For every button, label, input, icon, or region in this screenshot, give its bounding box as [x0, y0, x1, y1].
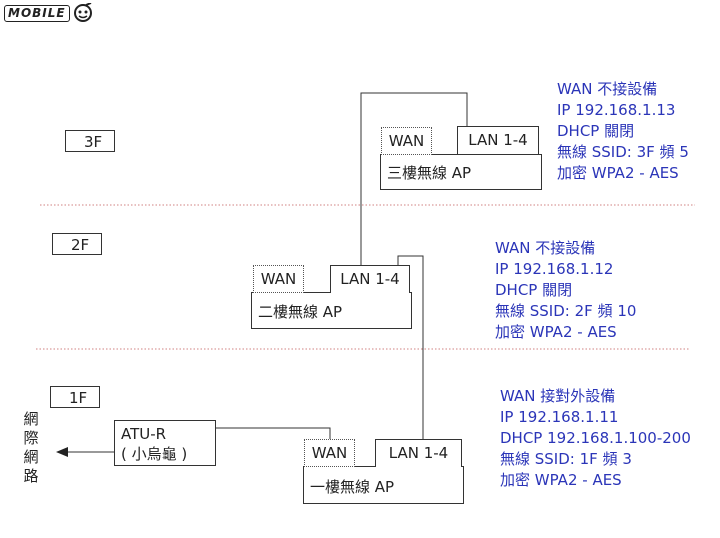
internet-arrow-icon [56, 447, 68, 457]
logo-face-icon [73, 3, 92, 22]
logo-text: MOBILE [4, 4, 70, 22]
info-3f-ssid: 無線 SSID: 3F 頻 5 [557, 143, 689, 161]
info-2f-ip: IP 192.168.1.12 [495, 260, 614, 278]
info-1f-encryption: 加密 WPA2 - AES [500, 471, 622, 489]
ap-3f-name: 三樓無線 AP [387, 164, 472, 182]
ap-1f-lan-port: LAN 1-4 [375, 439, 462, 467]
wire-2f-lan-to-1f-lan [397, 255, 424, 440]
floor-label-3f: 3F [65, 130, 115, 152]
info-2f-encryption: 加密 WPA2 - AES [495, 323, 617, 341]
ap-2f: 二樓無線 AP [251, 292, 412, 329]
info-2f-dhcp: DHCP 關閉 [495, 281, 573, 299]
info-1f-dhcp: DHCP 192.168.1.100-200 [500, 429, 691, 447]
ap-3f-wan-port: WAN [381, 127, 432, 155]
ap-3f: 三樓無線 AP [380, 154, 542, 190]
atu-r-line2: ( 小烏龜 ) [121, 445, 188, 463]
info-3f: WAN 不接設備 IP 192.168.1.13 DHCP 關閉 無線 SSID… [557, 79, 689, 184]
internet-char: 際 [23, 429, 39, 447]
internet-char: 網 [23, 410, 39, 428]
info-3f-encryption: 加密 WPA2 - AES [557, 164, 679, 182]
info-1f: WAN 接對外設備 IP 192.168.1.11 DHCP 192.168.1… [500, 386, 691, 491]
internet-label: 網 際 網 路 [22, 410, 40, 486]
mobile01-logo: MOBILE [4, 2, 94, 24]
info-3f-wan: WAN 不接設備 [557, 80, 658, 98]
ap-1f-wan-port: WAN [304, 439, 355, 467]
ap-1f: 一樓無線 AP [303, 466, 464, 504]
info-1f-ssid: 無線 SSID: 1F 頻 3 [500, 450, 632, 468]
wire-3f-lan-to-2f-lan [360, 92, 468, 267]
ap-1f-name: 一樓無線 AP [310, 478, 395, 496]
info-2f-wan: WAN 不接設備 [495, 239, 596, 257]
internet-char: 路 [23, 467, 39, 485]
internet-char: 網 [23, 448, 39, 466]
info-1f-ip: IP 192.168.1.11 [500, 408, 619, 426]
floor-label-2f: 2F [52, 233, 102, 255]
ap-2f-name: 二樓無線 AP [258, 303, 343, 321]
ap-3f-lan-port: LAN 1-4 [457, 126, 539, 154]
ap-2f-lan-port: LAN 1-4 [330, 265, 410, 293]
floor-label-1f: 1F [50, 386, 100, 408]
atu-r-line1: ATU-R [121, 425, 167, 443]
info-2f-ssid: 無線 SSID: 2F 頻 10 [495, 302, 637, 320]
info-2f: WAN 不接設備 IP 192.168.1.12 DHCP 關閉 無線 SSID… [495, 238, 636, 343]
info-3f-dhcp: DHCP 關閉 [557, 122, 635, 140]
info-1f-wan: WAN 接對外設備 [500, 387, 616, 405]
atu-r-modem: ATU-R ( 小烏龜 ) [114, 420, 216, 466]
ap-2f-wan-port: WAN [253, 265, 304, 293]
info-3f-ip: IP 192.168.1.13 [557, 101, 676, 119]
wire-atur-to-1f-wan [215, 427, 331, 440]
